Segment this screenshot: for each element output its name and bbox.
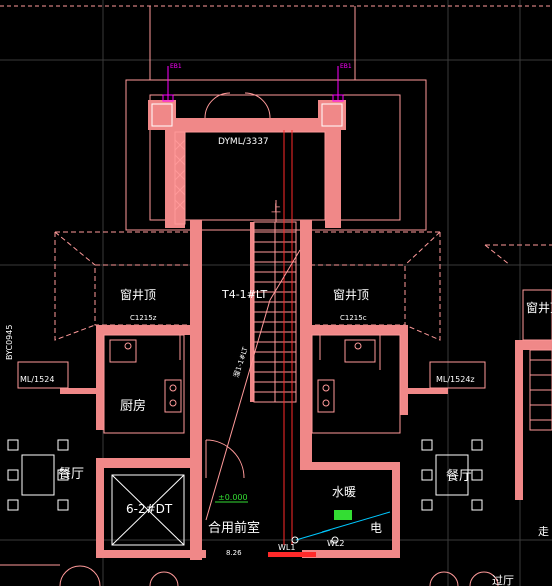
wl1-label: WL1 <box>278 543 295 552</box>
wl2-label: WL2 <box>327 539 344 548</box>
ml-right-label: ML/1524z <box>436 375 475 384</box>
stair-up-label: 上 <box>271 203 281 215</box>
elevator-top-block <box>148 92 346 228</box>
eb-label-right: EB1 <box>340 63 352 70</box>
green-equipment <box>334 510 352 520</box>
dining-right-label: 餐厅 <box>446 468 472 484</box>
eb-markers <box>162 66 344 102</box>
elevator-bottom-car <box>111 474 185 546</box>
shaft-right-code: C1215c <box>340 314 367 322</box>
dining-right-furniture <box>421 439 483 511</box>
shaft-left-label: 窗井顶 <box>120 288 156 302</box>
red-highlight-bar <box>268 552 316 557</box>
stair-note-label: 溜1-1#LT <box>231 345 250 378</box>
shaft-right-edge-label: 窗井顶 <box>526 301 552 315</box>
kitchen-label: 厨房 <box>120 398 146 414</box>
ml-left-frame <box>17 361 69 389</box>
kitchen-left-outline <box>103 334 185 434</box>
red-guide-lines <box>283 130 293 545</box>
eb-label-left: EB1 <box>170 63 182 70</box>
bottom-right-label: 过厅 <box>492 574 514 586</box>
stair-id-label: T4-1#LT <box>221 288 268 301</box>
level-mark-label: ±0.000 <box>218 493 248 502</box>
right-edge-block <box>522 289 552 431</box>
ml-right-frame <box>429 361 486 389</box>
electric-label: 电 <box>370 521 382 535</box>
cyan-leaders <box>295 511 391 541</box>
dining-left-label: 餐厅 <box>58 466 84 482</box>
shaft-right-label: 窗井顶 <box>333 288 369 302</box>
byc-left-label: BYC0945 <box>5 325 14 360</box>
dining-left-furniture <box>7 439 69 511</box>
bottom-row <box>0 564 499 586</box>
shared-lobby-label: 合用前室 <box>208 520 260 536</box>
level-sub-label: 8.26 <box>226 549 242 557</box>
shaft-left-code: C1215z <box>130 314 157 322</box>
wl-pipe-markers <box>291 536 339 544</box>
main-walls <box>60 220 552 560</box>
ml-left-label: ML/1524 <box>20 375 54 384</box>
kitchen-right-outline <box>311 334 401 434</box>
water-heat-label: 水暖 <box>332 485 356 499</box>
diagonal-lines <box>205 249 301 521</box>
edge-right-label: 走 <box>538 525 549 538</box>
stair-treads <box>253 200 297 403</box>
elevator-bottom-label: 6-2#DT <box>126 502 173 516</box>
elevator-top-label: DYML/3337 <box>218 137 269 147</box>
